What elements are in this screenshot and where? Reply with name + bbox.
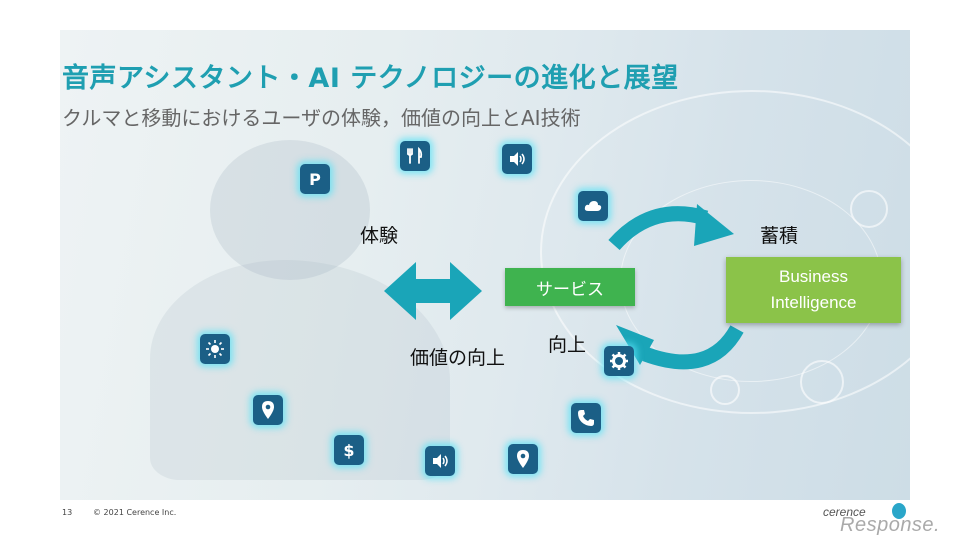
location-pin-icon <box>253 395 283 425</box>
dashboard-knob <box>850 190 888 228</box>
cloud-icon <box>578 191 608 221</box>
parking-icon-label: P <box>309 169 321 189</box>
cycle-arrow-bottom-icon <box>616 325 744 370</box>
dashboard-knob <box>710 375 740 405</box>
slide-title: 音声アシスタント・AI テクノロジーの進化と展望 <box>62 63 679 94</box>
location-pin-icon <box>508 444 538 474</box>
service-box: サービス <box>505 268 635 306</box>
cerence-logo: cerence <box>823 505 866 519</box>
slide-subtitle: クルマと移動におけるユーザの体験，価値の向上とAI技術 <box>62 106 581 130</box>
label-accumulate: 蓄積 <box>760 225 799 247</box>
sun-icon <box>200 334 230 364</box>
label-value-improvement: 価値の向上 <box>410 347 506 369</box>
phone-icon <box>571 403 601 433</box>
response-watermark: Response. <box>840 514 941 536</box>
parking-icon: P <box>300 164 330 194</box>
dollar-icon: $ <box>334 435 364 465</box>
speaker-icon <box>502 144 532 174</box>
bi-line-1: Business <box>779 267 848 286</box>
fork-knife-icon <box>400 141 430 171</box>
dashboard-knob <box>800 360 844 404</box>
bi-line-2: Intelligence <box>770 293 857 312</box>
label-improve: 向上 <box>548 334 587 356</box>
double-arrow-icon <box>384 262 482 320</box>
speaker-icon <box>425 446 455 476</box>
page-number: 13 <box>62 508 73 517</box>
gear-icon <box>604 346 634 376</box>
cycle-arrow-top-icon <box>608 204 734 251</box>
label-experience: 体験 <box>360 225 399 247</box>
driver-silhouette-head <box>210 140 370 280</box>
cerence-logo-mark-icon <box>892 503 906 519</box>
copyright: © 2021 Cerence Inc. <box>93 508 177 517</box>
dollar-icon-label: $ <box>343 440 355 460</box>
business-intelligence-box: Business Intelligence <box>726 257 901 323</box>
